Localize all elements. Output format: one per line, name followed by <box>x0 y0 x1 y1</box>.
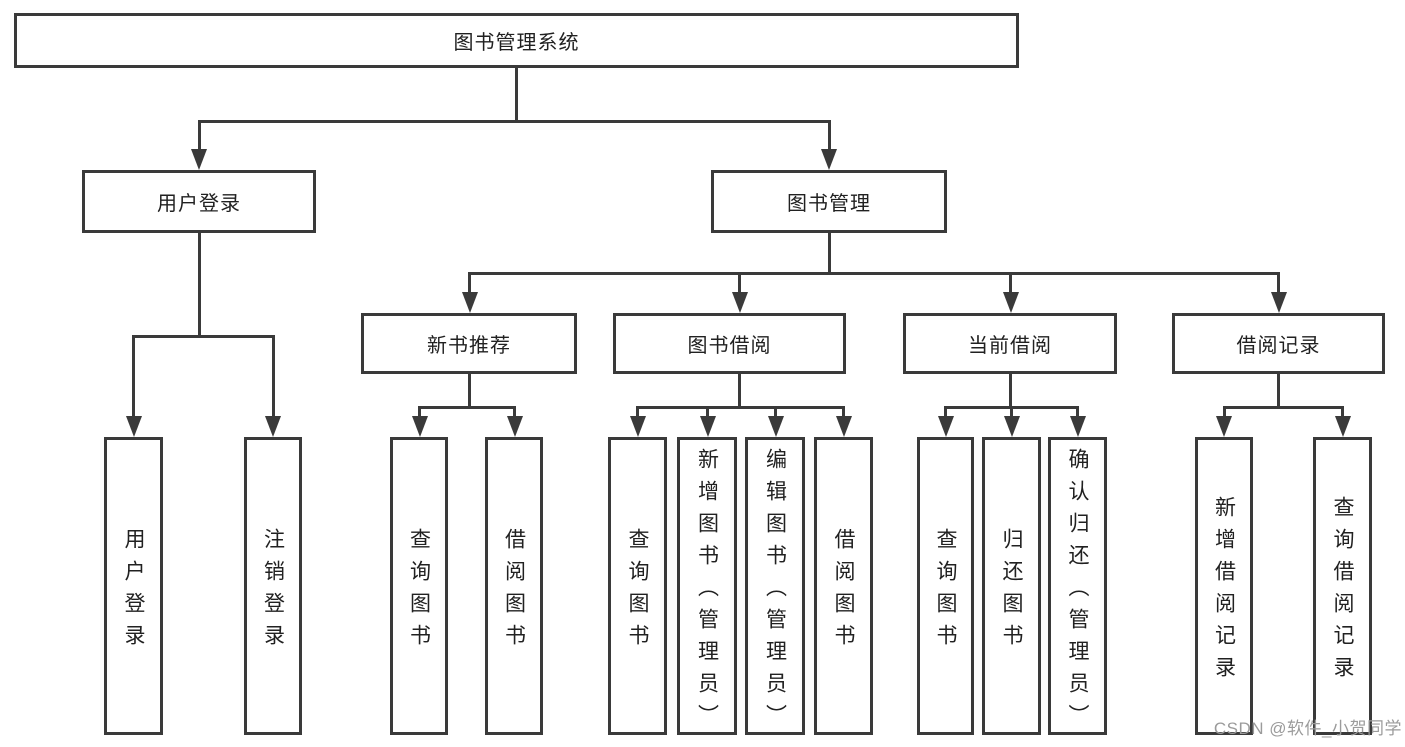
connector-drop <box>738 374 741 406</box>
leaf-label: 新增借阅记录 <box>1212 495 1236 688</box>
arrow-down-icon <box>732 292 748 313</box>
leaf-borrow-books: 借阅图书 <box>814 437 873 735</box>
node-label: 新书推荐 <box>427 335 511 357</box>
leaf-label: 查询图书 <box>626 527 649 656</box>
leaf-label: 查询借阅记录 <box>1331 495 1354 688</box>
arrow-down-icon <box>1216 416 1232 437</box>
connector-bus <box>636 406 845 409</box>
connector-drop <box>1223 409 1226 416</box>
arrow-down-icon <box>768 416 784 437</box>
arrow-down-icon <box>1271 292 1287 313</box>
connector-drop <box>468 374 471 406</box>
connector-drop <box>1076 409 1079 416</box>
leaf-label: 编辑图书（管理员） <box>763 447 787 736</box>
node-library-management-system: 图书管理系统 <box>14 13 1019 68</box>
connector-level1-bus <box>198 120 831 123</box>
connector-drop <box>706 409 709 416</box>
arrow-down-icon <box>1003 292 1019 313</box>
arrow-down-icon <box>700 416 716 437</box>
connector-drop <box>1009 374 1012 406</box>
node-book-borrowing: 图书借阅 <box>613 313 846 374</box>
node-label: 借阅记录 <box>1236 335 1321 357</box>
leaf-label: 借阅图书 <box>832 527 855 656</box>
connector-drop <box>774 409 777 416</box>
arrow-down-icon <box>462 292 478 313</box>
leaf-label: 用户登录 <box>122 527 145 656</box>
connector-drop <box>132 338 135 416</box>
leaf-label: 确认归还（管理员） <box>1066 447 1089 736</box>
leaf-label: 查询图书 <box>934 527 957 656</box>
leaf-label: 注销登录 <box>261 527 285 656</box>
connector-drop <box>1009 275 1012 292</box>
node-label: 图书管理 <box>787 193 871 215</box>
arrow-down-icon <box>1004 416 1020 437</box>
leaf-confirm-return-admin: 确认归还（管理员） <box>1048 437 1107 736</box>
leaf-logout: 注销登录 <box>244 437 302 735</box>
node-label: 图书借阅 <box>687 335 772 357</box>
arrow-down-icon <box>191 149 207 170</box>
leaf-label: 归还图书 <box>1000 527 1023 656</box>
leaf-label: 借阅图书 <box>502 527 526 656</box>
connector-bus <box>132 335 275 338</box>
connector-drop <box>513 409 516 416</box>
arrow-down-icon <box>126 416 142 437</box>
leaf-add-borrow-record: 新增借阅记录 <box>1195 437 1253 735</box>
connector-bus <box>1223 406 1344 409</box>
connector-drop <box>198 123 201 149</box>
node-label: 当前借阅 <box>968 335 1052 357</box>
node-borrowing-records: 借阅记录 <box>1172 313 1385 374</box>
connector-drop <box>828 233 831 272</box>
connector-bus <box>418 406 516 409</box>
node-label: 用户登录 <box>157 193 241 215</box>
leaf-label: 新增图书（管理员） <box>695 447 719 736</box>
connector-drop <box>468 275 471 292</box>
node-current-borrowing: 当前借阅 <box>903 313 1117 374</box>
node-new-book-recommendation: 新书推荐 <box>361 313 577 374</box>
connector-drop <box>828 123 831 149</box>
leaf-query-books: 查询图书 <box>608 437 667 735</box>
connector-root-drop <box>515 68 518 120</box>
arrow-down-icon <box>265 416 281 437</box>
connector-drop <box>738 275 741 292</box>
arrow-down-icon <box>507 416 523 437</box>
arrow-down-icon <box>630 416 646 437</box>
connector-drop <box>1277 275 1280 292</box>
connector-drop <box>1341 409 1344 416</box>
node-book-management: 图书管理 <box>711 170 947 233</box>
arrow-down-icon <box>1070 416 1086 437</box>
leaf-edit-books-admin: 编辑图书（管理员） <box>745 437 805 736</box>
leaf-user-login: 用户登录 <box>104 437 163 735</box>
connector-drop <box>272 338 275 416</box>
arrow-down-icon <box>1335 416 1351 437</box>
arrow-down-icon <box>412 416 428 437</box>
connector-drop <box>842 409 845 416</box>
connector-drop <box>198 233 201 335</box>
node-user-login: 用户登录 <box>82 170 316 233</box>
connector-drop <box>1277 374 1280 406</box>
connector-bus <box>944 406 1079 409</box>
connector-drop <box>418 409 421 416</box>
leaf-query-books: 查询图书 <box>917 437 974 735</box>
arrow-down-icon <box>938 416 954 437</box>
arrow-down-icon <box>821 149 837 170</box>
connector-drop <box>636 409 639 416</box>
connector-drop <box>1010 409 1013 416</box>
connector-level2-bus <box>468 272 1280 275</box>
connector-drop <box>944 409 947 416</box>
leaf-query-borrow-record: 查询借阅记录 <box>1313 437 1372 735</box>
leaf-return-books: 归还图书 <box>982 437 1041 735</box>
leaf-borrow-books: 借阅图书 <box>485 437 543 735</box>
leaf-add-books-admin: 新增图书（管理员） <box>677 437 737 736</box>
arrow-down-icon <box>836 416 852 437</box>
leaf-query-books: 查询图书 <box>390 437 448 735</box>
node-label: 图书管理系统 <box>453 32 580 54</box>
watermark: CSDN @软件_小贺同学 <box>1213 719 1402 738</box>
leaf-label: 查询图书 <box>407 527 431 656</box>
